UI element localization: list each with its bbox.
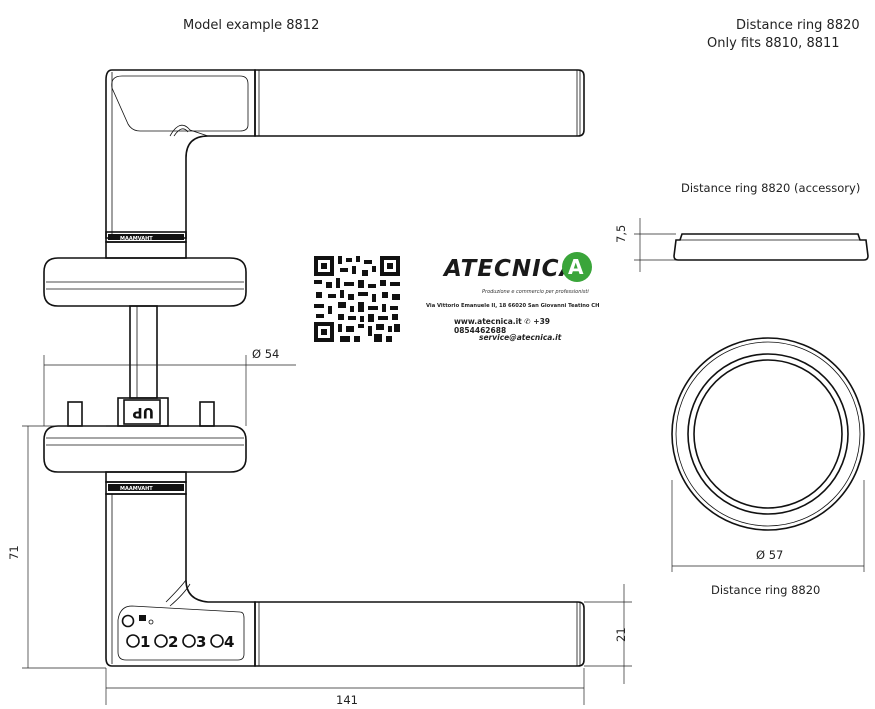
company-logo: ATECNICA A Produzione e commercio per pr… (424, 248, 604, 348)
lower-neck-marking: MAAMVAHT (120, 486, 153, 492)
dim-lever-length: 141 (336, 693, 358, 707)
up-label: UP (132, 404, 154, 420)
logo-tagline: Produzione e commercio per professionist… (482, 289, 589, 295)
logo-phone: +39 0854462688 (454, 317, 551, 335)
upper-rose (43, 257, 247, 399)
logo-a-icon: A (562, 252, 592, 282)
logo-web-phone: www.atecnica.it ✆ +39 0854462688 (454, 317, 604, 335)
dim-rose-diameter: Ø 54 (252, 347, 280, 361)
model-example-title: Model example 8812 (183, 18, 320, 33)
lower-rose: UP (43, 397, 247, 473)
upper-neck-marking: MAAMVAHT (120, 236, 153, 242)
logo-address: Via Vittorio Emanuele II, 18 66020 San G… (426, 303, 600, 309)
dim-ring-diameter: Ø 57 (756, 548, 784, 562)
ring-side-view (673, 233, 869, 261)
dimension-lines (22, 218, 865, 705)
code-digit-2: 2 (168, 633, 178, 651)
logo-wordmark: ATECNICA (444, 256, 579, 282)
qr-code (314, 256, 400, 342)
ring-heading-line1: Distance ring 8820 (736, 18, 860, 33)
upper-lever: MAAMVAHT (105, 69, 585, 259)
logo-email: service@atecnica.it (479, 333, 562, 342)
phone-icon: ✆ (524, 317, 534, 326)
lower-lever: MAAMVAHT 1 2 3 4 (105, 471, 585, 667)
code-digit-4: 4 (224, 633, 234, 651)
ring-top-caption: Distance ring 8820 (711, 583, 821, 597)
code-digit-1: 1 (140, 633, 150, 651)
ring-heading-line2: Only fits 8810, 8811 (707, 36, 840, 51)
ring-side-caption: Distance ring 8820 (accessory) (681, 181, 861, 195)
logo-web: www.atecnica.it (454, 317, 522, 326)
ring-top-view (671, 337, 865, 531)
code-digit-3: 3 (196, 633, 206, 651)
